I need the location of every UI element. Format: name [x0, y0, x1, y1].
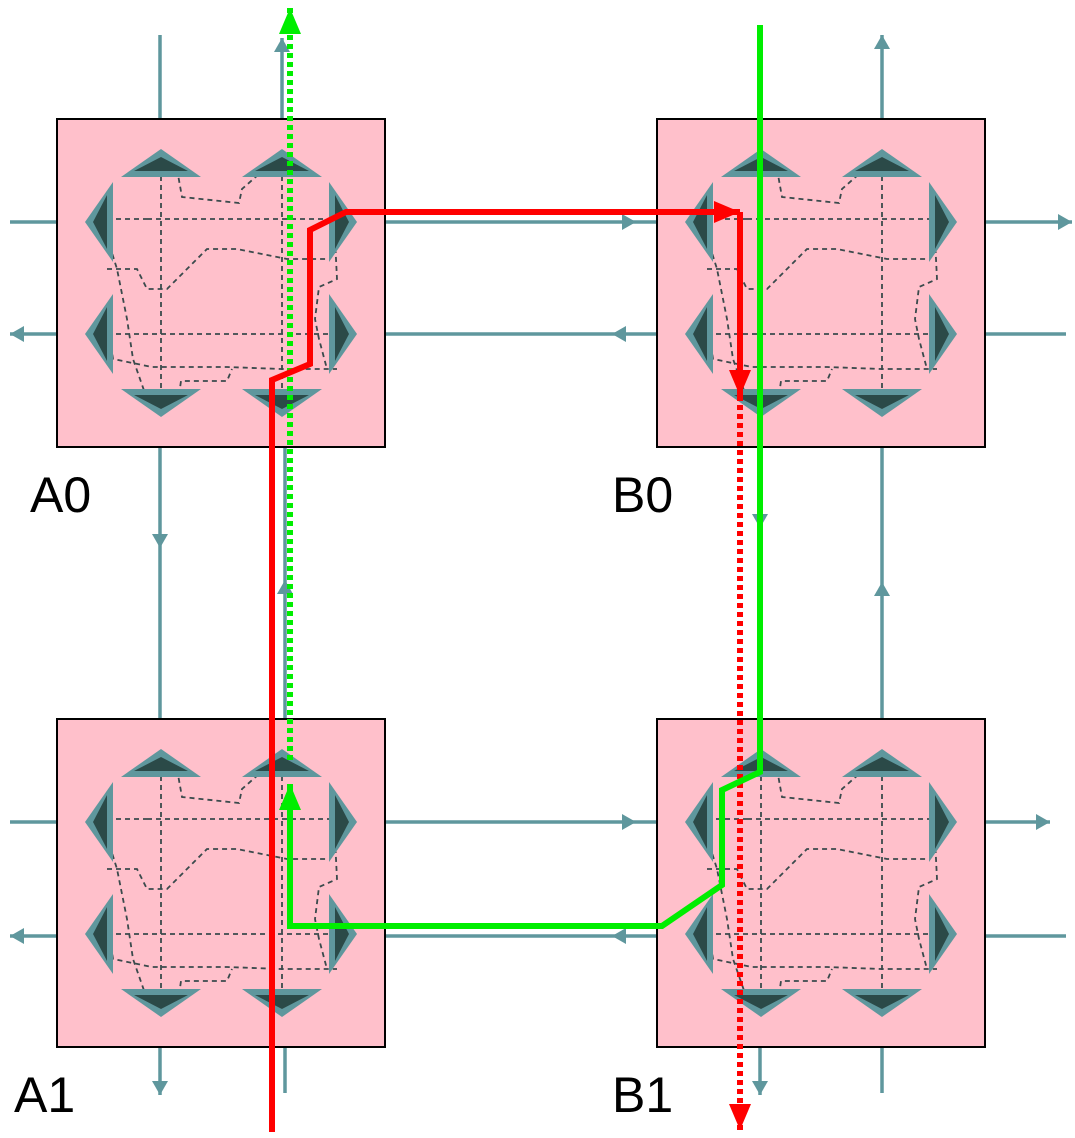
link-a0-top-out-head: [274, 38, 290, 52]
port-right-bottom: [929, 294, 957, 374]
router-a0: [56, 118, 386, 448]
crossbar-wiring: [706, 166, 938, 400]
route-red-solid-a: [269, 201, 740, 1132]
route-green-dotted-head: [279, 8, 301, 34]
port-right-bottom: [329, 894, 357, 974]
link-a0-b0-east: [372, 214, 678, 230]
port-right-top: [929, 182, 957, 262]
port-bottom-right: [842, 389, 922, 417]
port-bottom-right: [242, 989, 322, 1017]
port-left-top: [685, 182, 713, 262]
router-box: [56, 118, 386, 448]
link-b1-a1-west: [372, 928, 678, 944]
port-top-right: [242, 149, 322, 177]
port-bottom-left: [721, 989, 801, 1017]
port-top-left: [121, 149, 201, 177]
link-b1-b0-north: [874, 418, 890, 745]
link-b1-right-out-head: [1036, 814, 1050, 830]
port-left-bottom: [685, 894, 713, 974]
link-a1-bottom-out-head: [152, 1081, 168, 1095]
router-b1: [656, 718, 986, 1048]
link-b0-top-out-head: [874, 35, 890, 49]
route-red-dotted: [729, 396, 751, 1130]
port-right-bottom: [329, 294, 357, 374]
route-red-solid-b-head: [729, 370, 751, 396]
packet-routes: [269, 8, 763, 1132]
link-b0-right-out-head: [1058, 214, 1072, 230]
port-left-top: [85, 782, 113, 862]
router-b0: [656, 118, 986, 448]
port-bottom-left: [121, 389, 201, 417]
route-green-solid: [279, 25, 763, 929]
port-bottom-right: [242, 389, 322, 417]
port-top-right: [842, 749, 922, 777]
router-labels: A0 B0 A1 B1: [14, 467, 673, 1123]
link-a1-a0-north: [277, 420, 293, 745]
route-red-dotted-head: [729, 1104, 751, 1130]
link-b1-a1-west-head: [612, 928, 626, 944]
port-top-left: [121, 749, 201, 777]
port-top-right: [242, 749, 322, 777]
port-top-right: [842, 149, 922, 177]
router-label-a0: A0: [30, 467, 91, 523]
route-green-dotted: [279, 8, 301, 760]
port-bottom-right: [842, 989, 922, 1017]
port-left-bottom: [685, 294, 713, 374]
port-left-top: [685, 782, 713, 862]
link-a1-a0-north-head: [277, 580, 293, 594]
router-box: [656, 118, 986, 448]
link-b0-a0-west: [372, 326, 678, 342]
link-b0-a0-west-head: [612, 326, 626, 342]
port-right-top: [929, 782, 957, 862]
routers: [56, 118, 986, 1048]
link-a0-left-out-head: [10, 326, 24, 342]
port-left-bottom: [85, 294, 113, 374]
port-left-top: [85, 182, 113, 262]
router-box: [56, 718, 386, 1048]
link-a0-a1-south-head: [152, 534, 168, 548]
crossbar-wiring: [106, 166, 338, 400]
router-label-a1: A1: [14, 1067, 75, 1123]
router-label-b1: B1: [612, 1067, 673, 1123]
crossbar-wiring: [706, 766, 938, 1000]
route-red-solid-b: [729, 212, 751, 396]
link-a1-b1-east: [372, 814, 678, 830]
link-a0-a1-south: [152, 420, 168, 745]
router-label-b0: B0: [612, 467, 673, 523]
route-red-solid-a-head: [714, 201, 740, 223]
link-a1-b1-east-head: [622, 814, 636, 830]
link-b1-bottom-out-head: [752, 1081, 768, 1095]
port-right-top: [329, 182, 357, 262]
router-a1: [56, 718, 386, 1048]
link-a0-b0-east-head: [622, 214, 636, 230]
port-bottom-left: [121, 989, 201, 1017]
port-right-top: [329, 782, 357, 862]
router-box: [656, 718, 986, 1048]
route-green-solid-head: [279, 784, 301, 810]
link-b1-b0-north-head: [874, 582, 890, 596]
port-right-bottom: [929, 894, 957, 974]
port-left-bottom: [85, 894, 113, 974]
link-a1-left-out-head: [10, 928, 24, 944]
link-b0-right-out: [970, 214, 1072, 230]
